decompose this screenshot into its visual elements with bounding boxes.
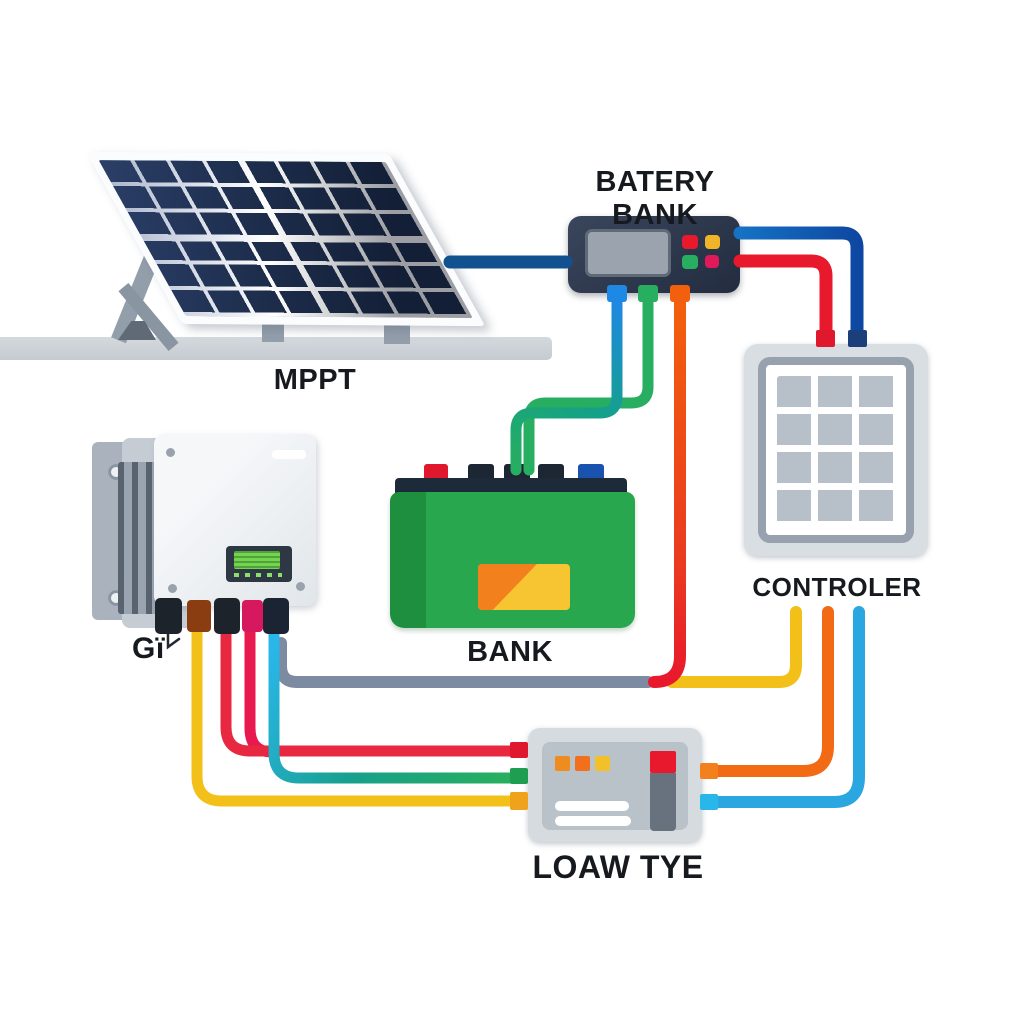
battery-terminal-black — [468, 464, 494, 482]
battery-terminal-red — [424, 464, 448, 482]
indicator-yellow — [595, 756, 610, 771]
controller-label: CONTROLER — [752, 572, 922, 602]
connector-cyan — [700, 794, 718, 810]
load-unit-face — [542, 742, 688, 831]
grid-label: Gï — [132, 632, 165, 665]
indicator-orange — [555, 756, 570, 771]
load-label: LOAW TYE — [532, 849, 704, 885]
wire-cyan-load — [710, 606, 865, 808]
load-red-switch — [650, 751, 676, 773]
wire-crimson — [244, 624, 278, 758]
controller-panel — [744, 344, 928, 556]
load-slider-bar — [650, 773, 676, 831]
inverter-heatsink-fins — [118, 462, 160, 614]
connector-amber — [510, 792, 528, 810]
screw — [168, 584, 177, 593]
wire-orange-load — [710, 606, 834, 777]
yellow-button — [705, 235, 720, 249]
wire-blue-green — [510, 292, 623, 476]
battery-sticker — [478, 564, 570, 610]
connector-orange — [700, 763, 718, 779]
battery-body — [390, 492, 635, 628]
wire-green — [523, 292, 654, 476]
inverter-vent-slot — [272, 450, 306, 459]
bank-label: BANK — [467, 636, 553, 668]
load-unit — [528, 728, 702, 842]
connector-green — [510, 768, 528, 784]
solar-panel — [86, 152, 486, 327]
ground-bar — [0, 337, 552, 360]
green-button — [682, 255, 698, 269]
load-text-line — [555, 816, 631, 826]
inverter-display-buttons — [234, 573, 282, 577]
crimson-button — [705, 255, 719, 268]
battery — [390, 462, 635, 628]
controller-panel-frame — [758, 357, 914, 543]
inverter-body — [154, 434, 316, 606]
wire-yellow-bus — [666, 606, 802, 688]
connector-red — [510, 742, 528, 758]
load-text-line — [555, 801, 629, 811]
controller-panel-grid — [777, 376, 895, 524]
screw — [296, 582, 305, 591]
inverter — [92, 430, 322, 635]
charge-controller-screen — [585, 229, 671, 277]
charge-controller-unit — [568, 216, 740, 293]
inverter-display — [226, 546, 292, 582]
battery-sticker-stripe — [478, 564, 537, 610]
battery-bank-label: BATERY BANK — [595, 166, 715, 231]
mppt-label: MPPT — [273, 364, 357, 396]
solar-panel-cells — [98, 160, 473, 319]
indicator-orange — [575, 756, 590, 771]
wire-blue-right — [733, 226, 864, 343]
inverter-lcd-screen — [234, 551, 280, 569]
wire-red-right — [733, 254, 833, 343]
panel-leg-mid — [262, 320, 284, 342]
wire-orange-red — [648, 292, 686, 688]
red-button — [682, 235, 698, 249]
screw — [166, 448, 175, 457]
